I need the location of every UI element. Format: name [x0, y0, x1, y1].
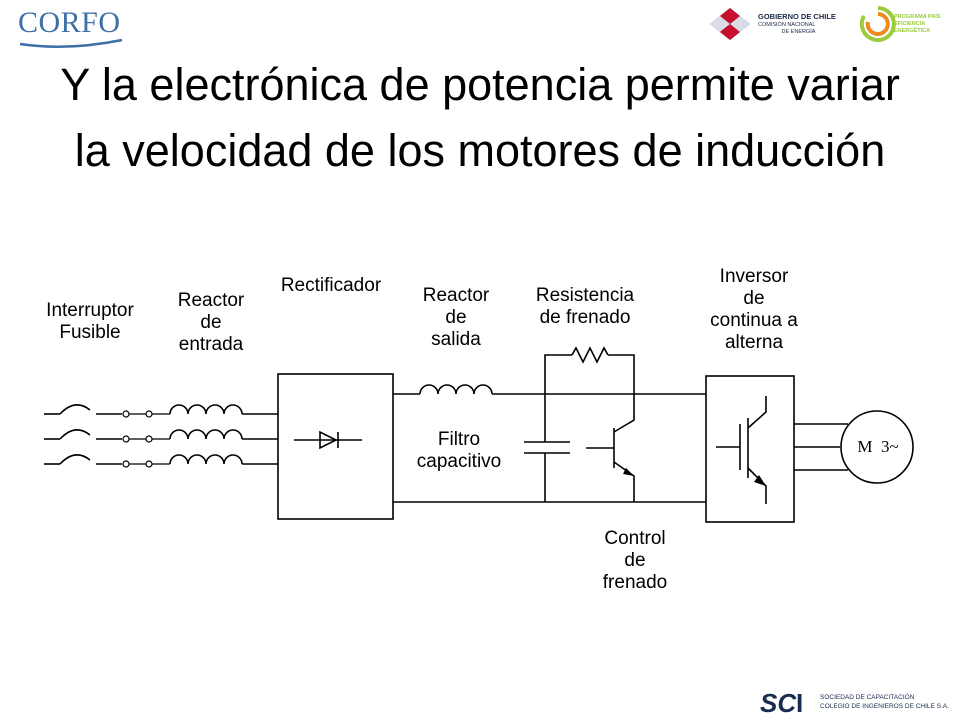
filter-capacitor — [524, 394, 570, 502]
braking-transistor — [586, 394, 635, 502]
gobierno-logo-title: GOBIERNO DE CHILE — [758, 12, 836, 21]
rectifier-block — [277, 373, 394, 520]
corfo-logo-text: CORFO — [18, 6, 121, 39]
interruptor-fusible-label: Interruptor Fusible — [46, 300, 134, 343]
gobierno-de-chile-logo: GOBIERNO DE CHILE COMISIÓN NACIONAL DE E… — [706, 4, 846, 44]
input-reactor-coils — [169, 404, 278, 465]
reactor-entrada-label: Reactor de entrada — [177, 290, 245, 355]
corfo-swoosh-icon — [19, 38, 123, 48]
programa-pais-eficiencia-energetica-logo: PROGRAMA PAÍS EFICIENCIA ENERGÉTICA — [858, 2, 953, 46]
gobierno-emblem-icon — [710, 8, 750, 40]
fuse-contacts — [122, 410, 170, 468]
reactor-salida-label: Reactor de salida — [422, 285, 490, 350]
motor-symbol — [840, 410, 914, 484]
filtro-capacitivo-label: Filtro capacitivo — [416, 429, 502, 472]
corfo-logo: CORFO — [18, 8, 128, 50]
scci-line-2: COLEGIO DE INGENIEROS DE CHILE S.A. — [820, 703, 949, 710]
motor-label: M 3~ — [857, 437, 899, 456]
scci-logo: SC I SOCIEDAD DE CAPACITACIÓN COLEGIO DE… — [758, 686, 958, 718]
svg-text:I: I — [796, 688, 803, 718]
rectificador-label: Rectificador — [280, 275, 382, 296]
control-frenado-label: Control de frenado — [602, 528, 668, 593]
motor-feed-lines — [794, 423, 848, 471]
inversor-label: Inversor de continua a alterna — [710, 266, 798, 353]
inverter-block — [705, 375, 795, 523]
energy-swirl-icon — [859, 6, 896, 42]
programa-logo-text: PROGRAMA PAÍS EFICIENCIA ENERGÉTICA — [894, 14, 941, 34]
resistencia-frenado-label: Resistencia de frenado — [535, 285, 635, 328]
interruptor-fusible-switches — [44, 404, 122, 465]
slide-title: Y la electrónica de potencia permite var… — [60, 59, 900, 176]
dc-bus — [393, 384, 706, 503]
scci-line-1: SOCIEDAD DE CAPACITACIÓN — [820, 694, 915, 701]
braking-resistor — [544, 346, 635, 394]
gobierno-logo-subtitle: COMISIÓN NACIONAL DE ENERGÍA — [758, 22, 816, 35]
scci-emblem-icon: SC I — [760, 688, 803, 718]
svg-text:SC: SC — [760, 688, 797, 718]
